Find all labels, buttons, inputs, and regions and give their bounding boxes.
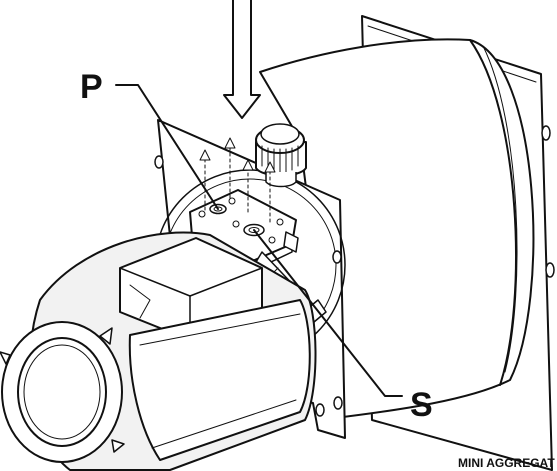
block-screw-4: [268, 236, 276, 244]
rear-plate-hole-bottom: [545, 262, 555, 278]
flange-hole-bottom-right: [333, 396, 343, 410]
block-screw-3: [232, 220, 240, 228]
flange-hole-bottom: [315, 403, 325, 417]
rear-plate-hole-top: [541, 125, 551, 141]
fan-cover: [0, 321, 125, 463]
diagram-caption: MINI AGGREGAT: [458, 456, 555, 470]
suction-port-leader: [253, 229, 403, 397]
block-screw-2: [228, 197, 236, 205]
pressure-port-leader: [115, 84, 219, 210]
pressure-port-label: P: [80, 68, 103, 106]
flange-hole-top-left: [154, 155, 164, 169]
flow-arrows: [199, 137, 276, 223]
block-screw-1: [198, 210, 206, 218]
block-screw-5: [276, 218, 284, 226]
view-direction-arrow: [223, 0, 261, 119]
flange-hole-top-right: [332, 250, 342, 264]
suction-port-label: S: [410, 386, 433, 424]
